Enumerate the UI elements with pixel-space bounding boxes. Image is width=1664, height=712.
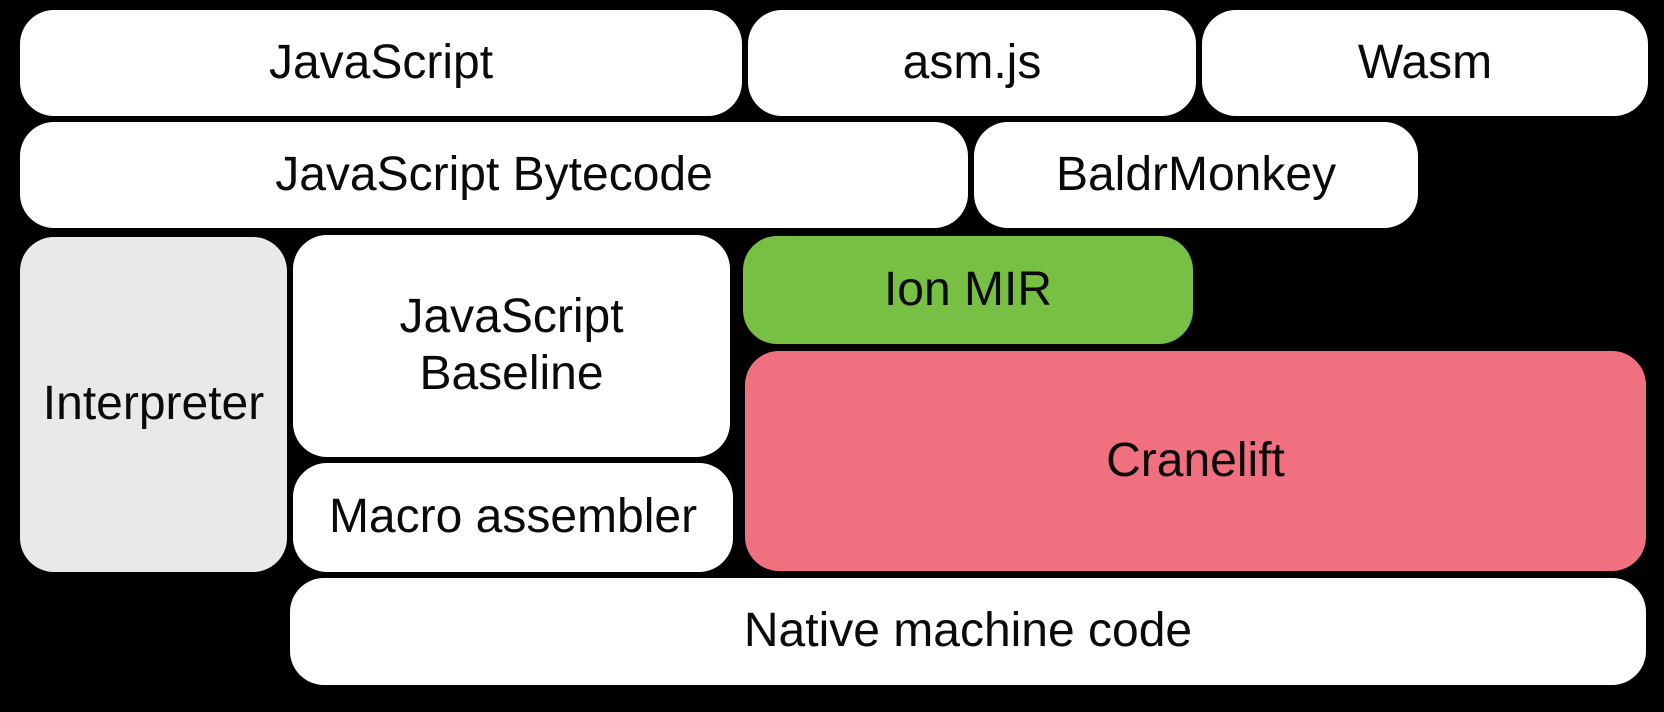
box-native-machine-code-label: Native machine code	[743, 604, 1193, 658]
box-javascript-label: JavaScript	[268, 35, 494, 89]
box-baldrmonkey: BaldrMonkey	[974, 122, 1418, 228]
box-javascript-baseline: JavaScript Baseline	[293, 235, 730, 457]
box-javascript: JavaScript	[20, 10, 742, 116]
box-javascript-baseline-label: JavaScript Baseline	[399, 290, 624, 400]
box-macro-assembler-label: Macro assembler	[328, 490, 698, 544]
box-baldrmonkey-label: BaldrMonkey	[1055, 147, 1337, 201]
box-ion-mir: Ion MIR	[743, 236, 1193, 344]
box-interpreter: Interpreter	[20, 237, 287, 572]
box-cranelift: Cranelift	[745, 351, 1646, 571]
box-javascript-bytecode: JavaScript Bytecode	[20, 122, 968, 228]
box-ion-mir-label: Ion MIR	[883, 262, 1053, 316]
box-wasm: Wasm	[1202, 10, 1648, 116]
box-native-machine-code: Native machine code	[290, 578, 1646, 685]
box-asmjs-label: asm.js	[902, 35, 1042, 89]
box-macro-assembler: Macro assembler	[293, 463, 733, 572]
box-cranelift-label: Cranelift	[1106, 433, 1285, 487]
box-wasm-label: Wasm	[1357, 35, 1493, 89]
box-asmjs: asm.js	[748, 10, 1196, 116]
box-interpreter-label: Interpreter	[42, 377, 265, 431]
box-javascript-bytecode-label: JavaScript Bytecode	[275, 147, 713, 201]
